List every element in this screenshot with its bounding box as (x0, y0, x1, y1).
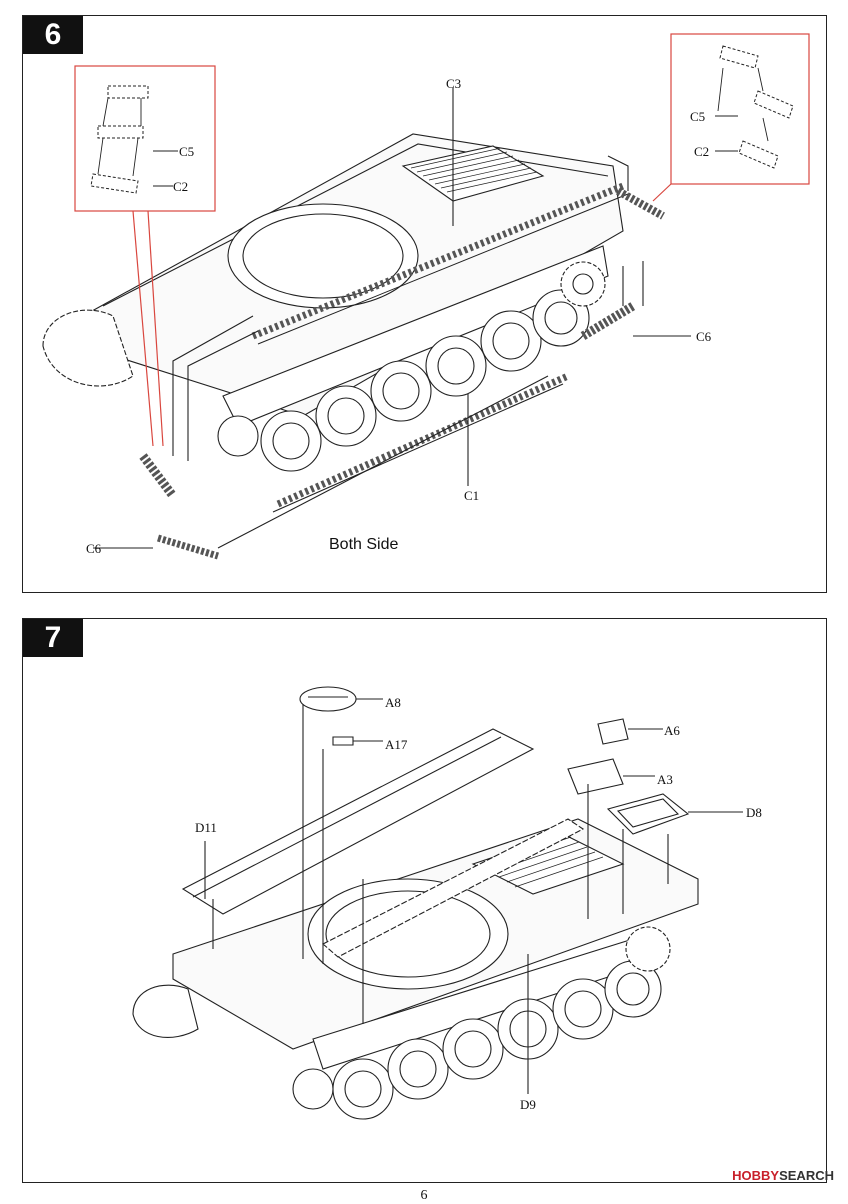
callout-a8: A8 (385, 695, 401, 710)
page-number: 6 (420, 1188, 428, 1203)
callout-c3: C3 (446, 76, 462, 91)
step-6-number: 6 (23, 16, 83, 54)
callout-d11: D11 (195, 820, 217, 835)
callout-c6-right: C6 (696, 329, 712, 344)
step-7-panel: 7 (22, 618, 827, 1183)
callout-c1: C1 (464, 488, 480, 503)
callout-c2-right: C2 (694, 144, 710, 159)
callout-a17: A17 (385, 737, 408, 752)
callout-c5-right: C5 (690, 109, 706, 124)
callout-d9: D9 (520, 1097, 536, 1112)
step-7-number: 7 (23, 619, 83, 657)
step-6-panel: 6 (22, 15, 827, 593)
watermark-brand: HOBBY (732, 1168, 780, 1183)
callout-c2-left: C2 (173, 179, 189, 194)
both-side-note: Both Side (329, 536, 399, 553)
callout-a6: A6 (664, 723, 680, 738)
step-7-drawing (132, 686, 743, 1120)
callout-c5-left: C5 (179, 144, 195, 159)
watermark: HOBBYSEARCH (732, 1168, 834, 1183)
callout-a3: A3 (657, 772, 673, 787)
callout-d8: D8 (746, 805, 762, 820)
step-6-drawing (42, 33, 810, 560)
watermark-suffix: SEARCH (779, 1168, 834, 1183)
callout-c6-left: C6 (86, 541, 102, 556)
